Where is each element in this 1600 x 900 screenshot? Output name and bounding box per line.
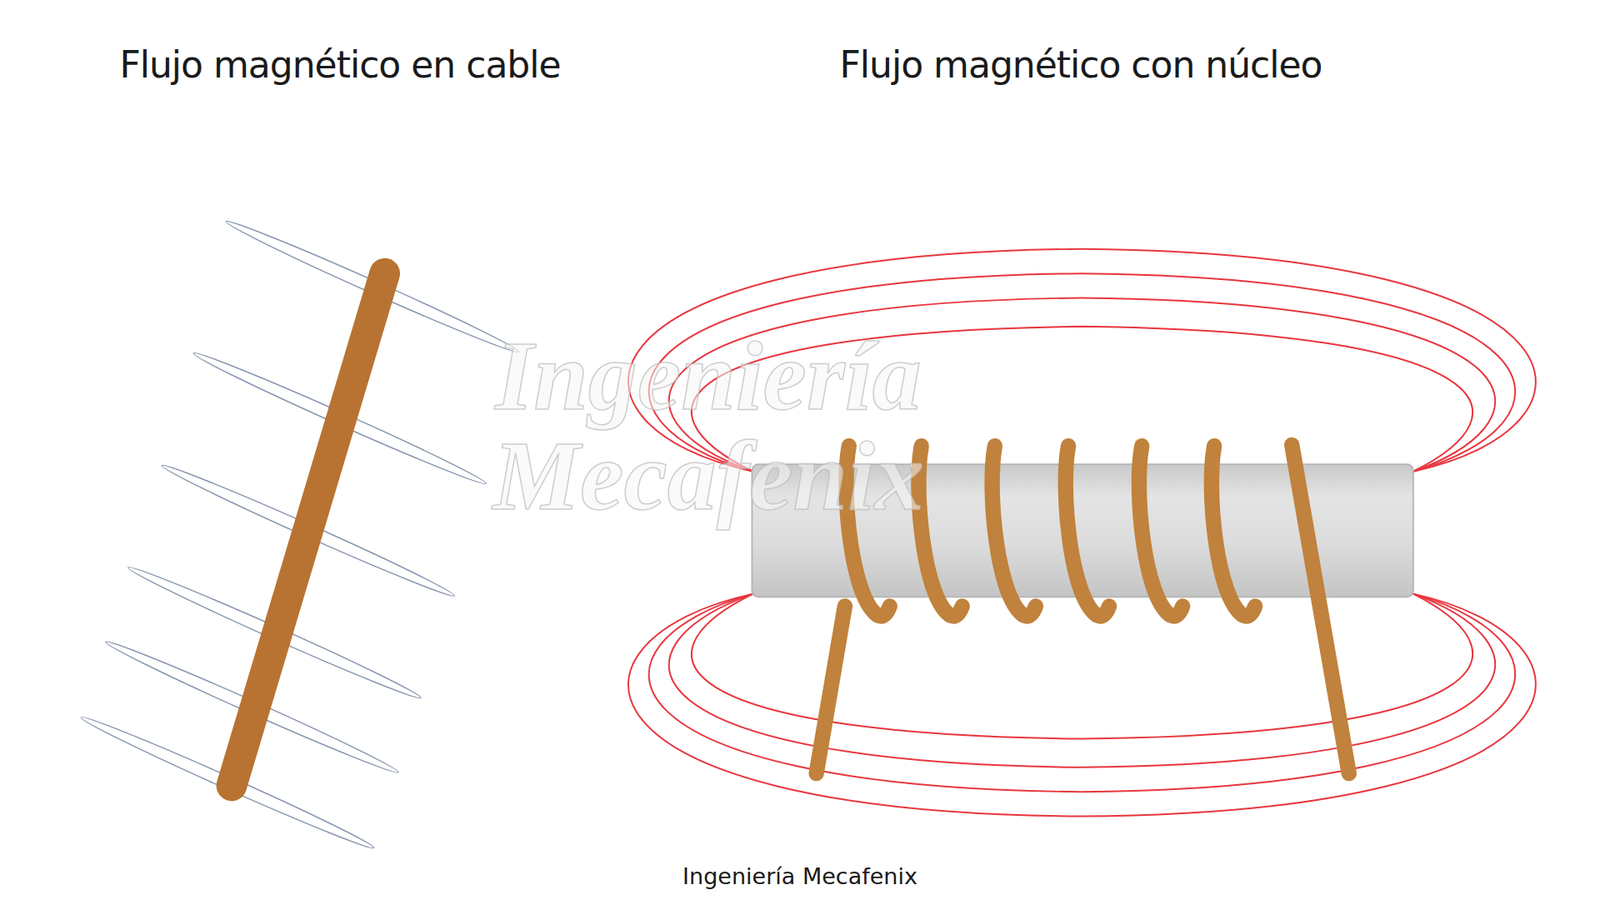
caption: Ingeniería Mecafenix [682, 863, 918, 890]
watermark: Ingeniería Mecafenix [391, 326, 1025, 528]
panel-title: Flujo magnético en cable [119, 43, 560, 86]
coil-turn [992, 445, 1036, 616]
coil-turn [1211, 445, 1255, 616]
coil-turn [918, 445, 962, 616]
copper-wire [231, 273, 385, 786]
field-rings [78, 215, 521, 854]
panel-title: Flujo magnético con núcleo [840, 43, 1323, 86]
coil-turn [1139, 445, 1183, 616]
coil-turn [1065, 445, 1110, 616]
